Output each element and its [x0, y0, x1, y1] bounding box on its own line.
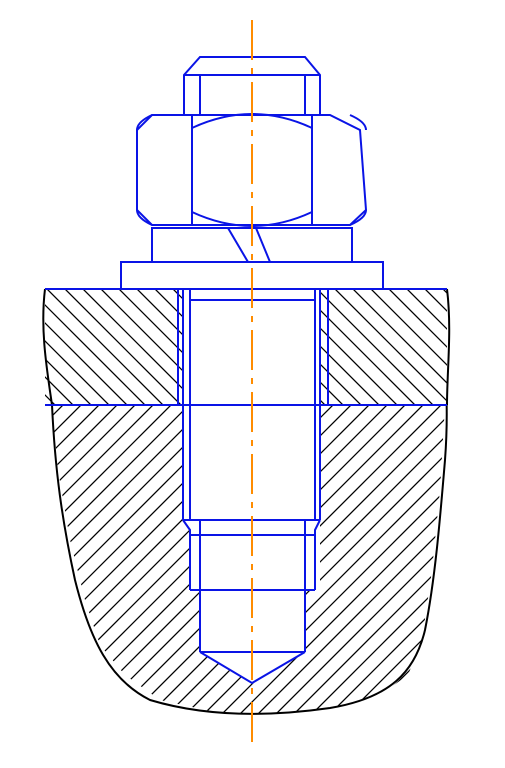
hatch-line	[45, 289, 447, 405]
hatch-line	[333, 289, 447, 405]
hatch-line	[52, 405, 55, 714]
hatch-line	[45, 289, 163, 405]
spring-washer-split	[227, 227, 271, 263]
hatch-line	[315, 289, 447, 405]
hatch-line	[0, 0, 36, 768]
hatch-line	[45, 289, 447, 405]
hatch-line	[441, 289, 447, 405]
hatch-line	[405, 289, 447, 405]
hatch-line	[45, 289, 109, 405]
hatch-line	[351, 405, 445, 714]
hatch-line	[0, 0, 18, 768]
hatch-line	[225, 405, 445, 714]
body-outline	[42, 288, 451, 715]
hatch-line	[45, 289, 447, 405]
hatch-line	[52, 405, 163, 714]
hatch-line	[171, 405, 445, 714]
hatch-line	[52, 405, 445, 714]
hatch-line	[351, 289, 447, 405]
hatch-line	[243, 405, 445, 714]
hatch-line	[45, 289, 447, 405]
hatch-line	[423, 405, 445, 714]
hatch-line	[45, 289, 447, 405]
hatch-line	[63, 405, 445, 714]
hatch-line	[45, 289, 145, 405]
hatch-line	[460, 0, 505, 768]
hatch-line	[496, 0, 505, 768]
hatch-line	[460, 0, 505, 768]
hatch-line	[52, 405, 91, 714]
hatch-line	[153, 405, 445, 714]
hatch-line	[52, 405, 127, 714]
hatch-line	[369, 289, 447, 405]
hatch-line	[478, 0, 505, 768]
hatch-line	[207, 405, 445, 714]
hatch-line	[423, 289, 447, 405]
hatch-line	[405, 405, 445, 714]
hatch-line	[0, 0, 36, 768]
hatch-line	[369, 405, 445, 714]
hatch-line	[52, 405, 73, 714]
hatch-line	[45, 289, 447, 405]
hatch-line	[45, 289, 127, 405]
hatch-line	[189, 405, 445, 714]
hatch-line	[45, 289, 91, 405]
hatch-line	[478, 0, 505, 768]
hatch-line	[45, 289, 55, 405]
blue-outlines	[45, 56, 447, 685]
hatch-line	[441, 405, 445, 714]
hatch-line	[315, 405, 445, 714]
hatch-line	[45, 289, 73, 405]
hatch-line	[52, 405, 109, 714]
hatch-line	[496, 0, 505, 768]
hatch-line	[0, 0, 18, 768]
hatch-line	[52, 405, 445, 714]
hatch-line	[81, 405, 445, 714]
hatch-line	[333, 405, 445, 714]
hatch-line	[52, 405, 145, 714]
hatch-line	[261, 405, 445, 714]
hatch-line	[52, 405, 445, 714]
